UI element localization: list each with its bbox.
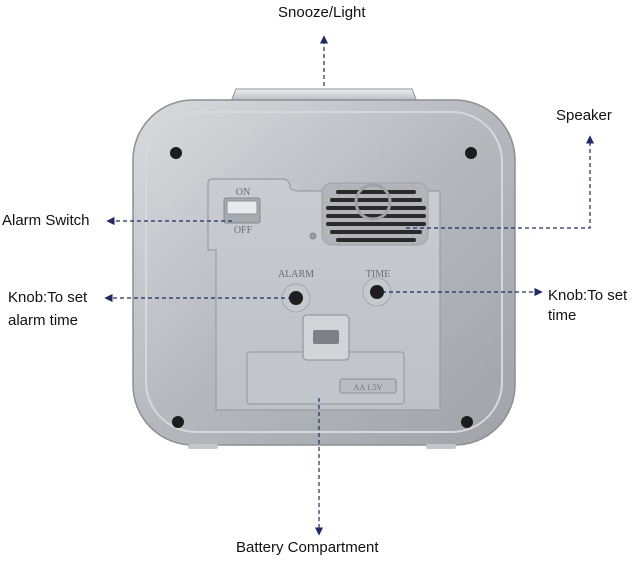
label-knob-alarm-line2: alarm time — [8, 312, 79, 329]
speaker-center-ring — [354, 183, 392, 221]
leader-speaker — [406, 135, 595, 229]
alarm-switch-slider — [226, 200, 258, 215]
label-battery-compartment: Battery Compartment — [236, 539, 379, 556]
label-snooze-light: Snooze/Light — [278, 4, 366, 21]
foot-right — [426, 444, 456, 449]
speaker-slots — [326, 190, 426, 242]
label-speaker: Speaker — [556, 107, 612, 124]
screw-hole-top-left — [170, 147, 182, 159]
switch-off-marking: OFF — [234, 225, 253, 236]
time-knob — [370, 285, 384, 299]
label-knob-time-line2: time — [548, 307, 577, 324]
battery-spec-marking: AA 1.5V — [354, 383, 383, 392]
label-alarm-switch: Alarm Switch — [2, 212, 90, 229]
switch-on-marking: ON — [236, 187, 250, 198]
screw-hole-top-right — [465, 147, 477, 159]
screw-hole-bottom-left — [172, 416, 184, 428]
label-knob-time-line1: Knob:To set — [548, 287, 628, 304]
foot-left — [188, 444, 218, 449]
battery-latch-tab — [313, 330, 339, 344]
screw-hole-bottom-right — [461, 416, 473, 428]
light-sensor-dot — [309, 232, 317, 240]
alarm-knob — [289, 291, 303, 305]
time-knob-marking: TIME — [366, 269, 390, 280]
battery-spec-box — [339, 378, 397, 394]
label-knob-alarm-line1: Knob:To set — [8, 289, 88, 306]
alarm-knob-marking: ALARM — [278, 269, 314, 280]
clock-body-inner-rim — [145, 111, 503, 433]
